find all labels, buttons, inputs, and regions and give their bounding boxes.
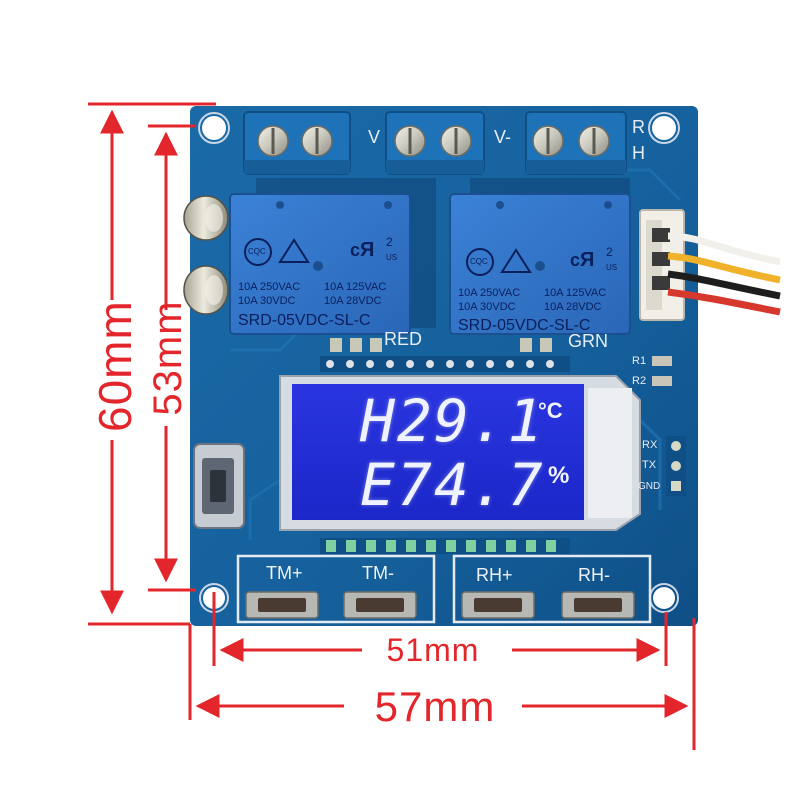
dimension-height-outer: 60mm bbox=[89, 300, 141, 432]
relay-ul-mark: cЯ bbox=[570, 249, 595, 271]
lcd-pins-top bbox=[320, 356, 570, 372]
label-rx: RX bbox=[642, 439, 658, 451]
capacitor-icon bbox=[183, 265, 229, 315]
usb-port-icon bbox=[193, 443, 245, 529]
label-v-minus: V- bbox=[494, 127, 512, 147]
relay-rating: 10A 250VAC bbox=[458, 287, 521, 299]
label-rh-minus: RH- bbox=[578, 565, 610, 585]
relay-cert: CQC bbox=[248, 247, 266, 256]
relay-rating: 10A 125VAC bbox=[324, 281, 387, 293]
rh-minus-button[interactable] bbox=[561, 591, 635, 619]
lcd-humidity-readout: E74.7 bbox=[360, 451, 545, 519]
relay-rating: 10A 28VDC bbox=[324, 295, 382, 307]
label-v-plus: V bbox=[368, 127, 381, 147]
mounting-hole-icon bbox=[649, 583, 679, 613]
lcd-display bbox=[279, 375, 641, 531]
relay-rating: 10A 250VAC bbox=[238, 281, 301, 293]
label-tx: TX bbox=[642, 459, 657, 471]
resistors bbox=[652, 356, 672, 386]
lcd-celsius-unit: °C bbox=[538, 398, 563, 423]
terminal-block-middle bbox=[385, 111, 485, 175]
label-tm-minus: TM- bbox=[362, 563, 394, 583]
relay-model: SRD-05VDC-SL-C bbox=[458, 317, 591, 334]
dimension-width-outer: 57mm bbox=[374, 683, 496, 730]
terminal-block-right bbox=[525, 111, 627, 175]
relay-rating: 10A 30VDC bbox=[458, 301, 516, 313]
led-row bbox=[330, 338, 552, 352]
relay-left bbox=[229, 178, 436, 335]
tm-plus-button[interactable] bbox=[245, 591, 319, 619]
dimension-width-inner: 51mm bbox=[386, 632, 480, 668]
label-r2: R2 bbox=[632, 375, 647, 387]
relay-rating: 10A 28VDC bbox=[544, 301, 602, 313]
label-r1: R1 bbox=[632, 355, 647, 367]
label-gnd: GND bbox=[638, 481, 661, 492]
relay-model: SRD-05VDC-SL-C bbox=[238, 312, 371, 329]
label-tm-plus: TM+ bbox=[266, 563, 303, 583]
lcd-pins-bottom bbox=[320, 538, 570, 554]
relay-rating: 10A 125VAC bbox=[544, 287, 607, 299]
mounting-hole-icon bbox=[648, 112, 680, 144]
serial-header bbox=[666, 436, 686, 496]
cqc-mark-icon bbox=[244, 238, 272, 266]
tm-minus-button[interactable] bbox=[343, 591, 417, 619]
label-rh-r: R bbox=[632, 117, 645, 137]
relay-mark: 2 bbox=[606, 245, 613, 259]
cqc-mark-icon bbox=[466, 248, 494, 276]
button-panel-right bbox=[452, 554, 652, 624]
warning-triangle-icon bbox=[278, 238, 310, 263]
terminal-block-left bbox=[243, 111, 351, 175]
relay-rating: 10A 30VDC bbox=[238, 295, 296, 307]
capacitor-icon bbox=[183, 195, 229, 241]
mounting-hole-icon bbox=[198, 112, 230, 144]
label-red: RED bbox=[384, 329, 423, 349]
label-rh-plus: RH+ bbox=[476, 565, 513, 585]
relay-us: US bbox=[606, 263, 618, 272]
dimension-height-inner: 53mm bbox=[146, 300, 190, 416]
relay-right bbox=[449, 178, 631, 335]
rh-plus-button[interactable] bbox=[461, 591, 535, 619]
label-grn: GRN bbox=[568, 331, 608, 351]
label-rh-h: H bbox=[632, 143, 645, 163]
warning-triangle-icon bbox=[500, 248, 532, 273]
dimension-lines bbox=[88, 102, 696, 750]
relay-ul-mark: cЯ bbox=[350, 239, 375, 261]
lcd-temperature-readout: H29.1 bbox=[360, 387, 545, 455]
relay-us: US bbox=[386, 253, 398, 262]
button-panel-left bbox=[236, 554, 436, 624]
relay-cert: CQC bbox=[470, 257, 488, 266]
lcd-percent-unit: % bbox=[548, 462, 570, 489]
relay-mark: 2 bbox=[386, 235, 393, 249]
sensor-connector bbox=[639, 209, 781, 321]
